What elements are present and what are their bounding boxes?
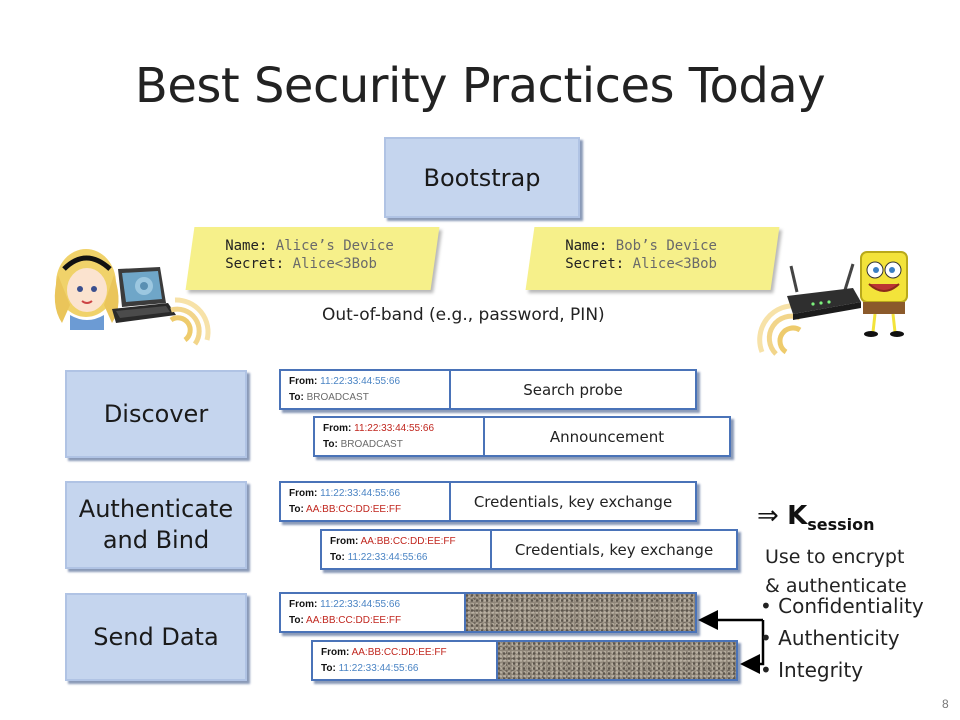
message-header: From: 11:22:33:44:55:66 To: AA:BB:CC:DD:…: [281, 483, 451, 520]
credentials-exchange-message-in: From: AA:BB:CC:DD:EE:FF To: 11:22:33:44:…: [320, 529, 738, 570]
announcement-message: From: 11:22:33:44:55:66 To: BROADCAST An…: [313, 416, 731, 457]
bracket-arrows: [698, 610, 765, 674]
session-key-label: ⇒ Ksession: [757, 501, 875, 535]
list-item: • Integrity: [760, 658, 864, 682]
message-body: Credentials, key exchange: [514, 540, 714, 559]
session-key-description: Use to encrypt & authenticate: [765, 546, 907, 597]
send-data-stage: Send Data: [65, 593, 247, 681]
alice-character-icon: [54, 249, 119, 330]
send-data-label: Send Data: [93, 622, 219, 651]
slide-title: Best Security Practices Today: [134, 58, 826, 114]
out-of-band-label: Out-of-band (e.g., password, PIN): [322, 305, 605, 325]
message-header: From: AA:BB:CC:DD:EE:FF To: 11:22:33:44:…: [313, 642, 498, 679]
encrypted-data-message-out: From: 11:22:33:44:55:66 To: AA:BB:CC:DD:…: [279, 592, 697, 633]
bob-name-label: Name:: [565, 238, 608, 254]
credentials-exchange-message-out: From: 11:22:33:44:55:66 To: AA:BB:CC:DD:…: [279, 481, 697, 522]
alice-secret-label: Secret:: [225, 256, 285, 272]
bob-device-tag: Name: Bob’s Device Secret: Alice<3Bob: [525, 227, 780, 290]
message-body: Announcement: [549, 427, 665, 446]
security-properties-list: • Confidentiality • Authenticity • Integ…: [760, 594, 924, 690]
alice-name-value: Alice’s Device: [275, 238, 394, 254]
alice-device-tag: Name: Alice’s Device Secret: Alice<3Bob: [185, 227, 440, 290]
bob-name-value: Bob’s Device: [615, 238, 717, 254]
bob-secret-label: Secret:: [565, 256, 625, 272]
message-header: From: 11:22:33:44:55:66 To: BROADCAST: [281, 371, 451, 408]
implies-arrow-icon: ⇒: [757, 501, 779, 531]
list-item: • Authenticity: [760, 626, 900, 650]
encrypted-payload: [498, 642, 736, 679]
slide-number: 8: [942, 697, 949, 711]
message-body: Credentials, key exchange: [473, 492, 673, 511]
search-probe-message: From: 11:22:33:44:55:66 To: BROADCAST Se…: [279, 369, 697, 410]
encrypted-payload: [466, 594, 695, 631]
laptop-icon: [112, 267, 176, 323]
bootstrap-label: Bootstrap: [423, 163, 541, 192]
alice-name-label: Name:: [225, 238, 268, 254]
bob-secret-value: Alice<3Bob: [632, 256, 717, 272]
message-header: From: 11:22:33:44:55:66 To: BROADCAST: [315, 418, 485, 455]
message-header: From: 11:22:33:44:55:66 To: AA:BB:CC:DD:…: [281, 594, 466, 631]
list-item: • Confidentiality: [760, 594, 924, 618]
message-header: From: AA:BB:CC:DD:EE:FF To: 11:22:33:44:…: [322, 531, 492, 568]
spongebob-character-icon: [860, 251, 908, 337]
wireless-router-icon: [787, 263, 861, 320]
encrypted-data-message-in: From: AA:BB:CC:DD:EE:FF To: 11:22:33:44:…: [311, 640, 738, 681]
alice-secret-value: Alice<3Bob: [292, 256, 377, 272]
bob-signal-icon: [757, 303, 802, 356]
message-body: Search probe: [523, 380, 623, 399]
bootstrap-box: Bootstrap: [384, 137, 580, 218]
alice-signal-icon: [169, 297, 211, 346]
discover-stage: Discover: [65, 370, 247, 458]
discover-label: Discover: [103, 399, 209, 428]
